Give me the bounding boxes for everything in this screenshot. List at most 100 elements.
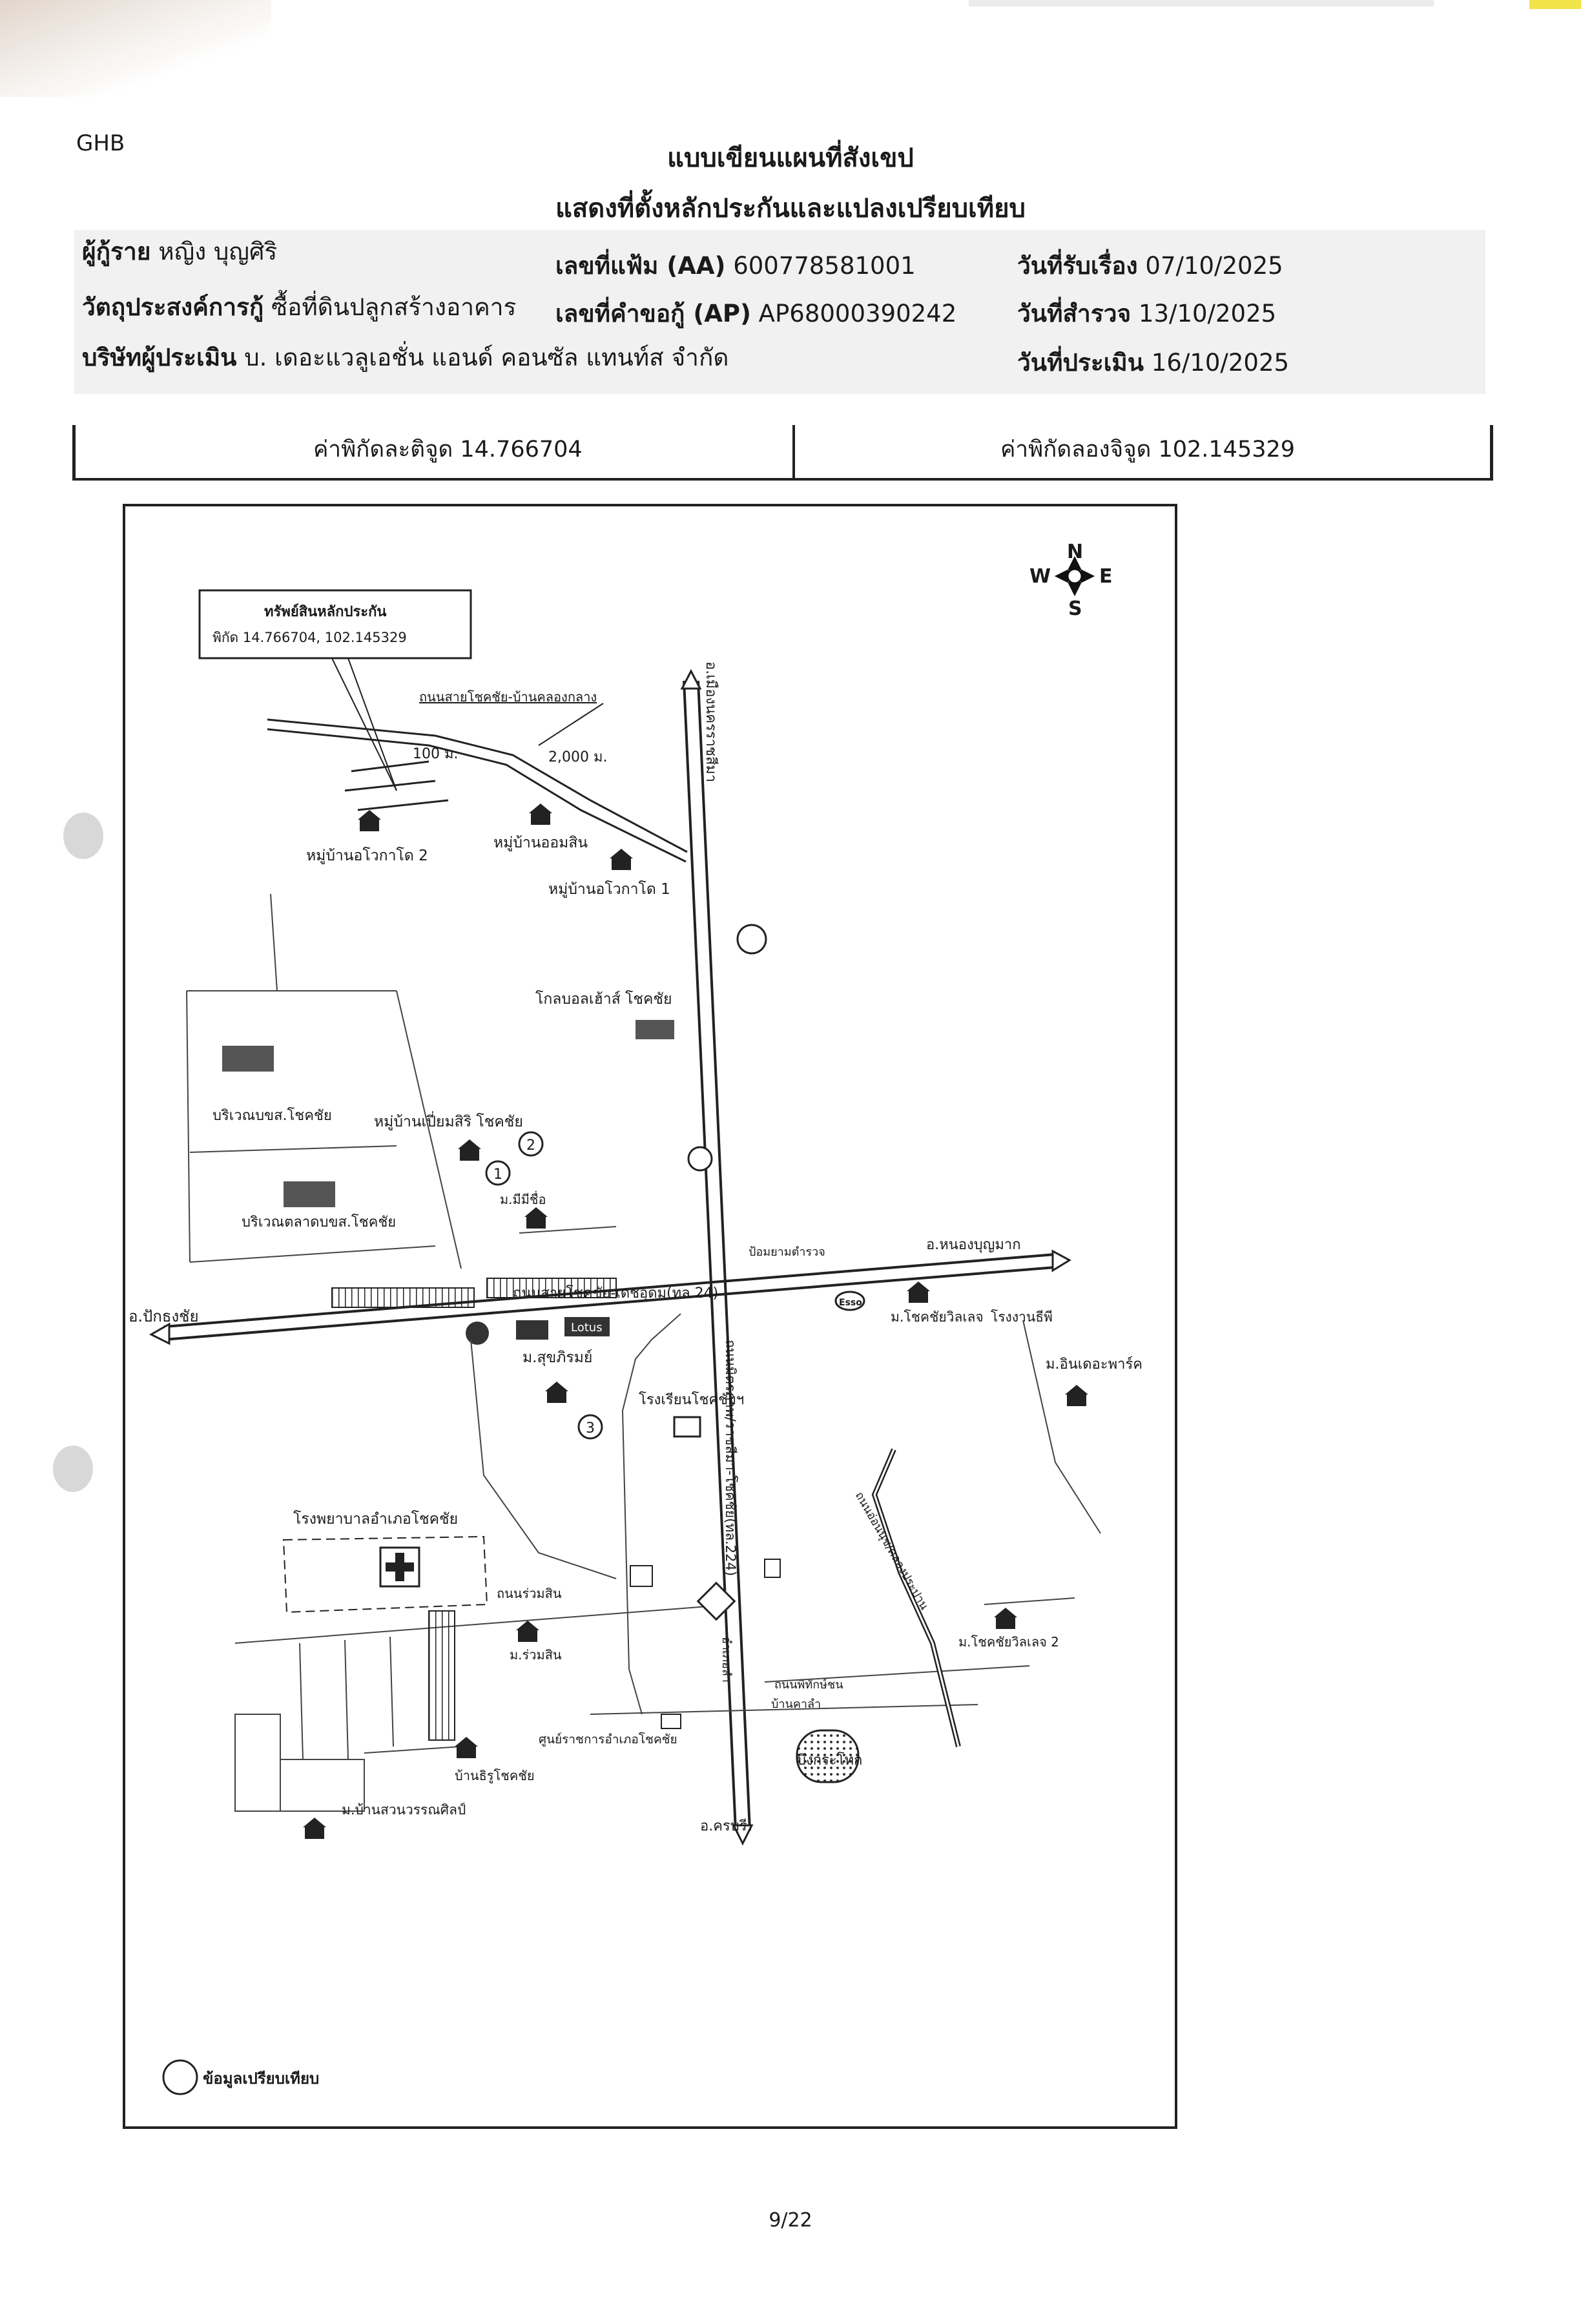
- shophouse-strip: [331, 1287, 475, 1308]
- building-icon: [630, 1565, 653, 1587]
- m-chokchai-village-label: ม.โชคชัยวิลเลจ: [891, 1309, 984, 1325]
- page-corner-fold: [0, 0, 271, 97]
- appraisal-date-row: วันที่ประเมิน 16/10/2025: [1017, 344, 1289, 382]
- m-in-the-park-label: ม.อินเดอะพาร์ค: [1046, 1356, 1142, 1373]
- global-house-label: โกลบอลเฮ้าส์ โชคชัย: [535, 990, 672, 1008]
- survey-label: วันที่สำรวจ: [1017, 300, 1132, 327]
- request-no-value: AP68000390242: [758, 300, 957, 327]
- school-icon: [673, 1416, 701, 1438]
- road-north-south: [683, 680, 751, 1831]
- longitude-text: ค่าพิกัดลองจิจูด 102.145329: [1000, 437, 1296, 462]
- house-icon: [529, 804, 552, 825]
- compass-s: S: [1068, 597, 1082, 620]
- appraiser-row: บริษัทผู้ประเมิน บ. เดอะแวลูเอชั่น แอนด์…: [82, 338, 728, 377]
- callout-title: ทรัพย์สินหลักประกัน: [264, 603, 386, 620]
- to-khonburi-label: อ.ครบุรี: [700, 1818, 747, 1834]
- file-no-row: เลขที่แฟ้ม (AA) 600778581001: [555, 247, 916, 285]
- borrower-value: หญิง บุญศิริ: [158, 238, 278, 265]
- ban-chokchai-label: บ้านธิรูโชคชัย: [455, 1768, 535, 1784]
- lotus-label: Lotus: [571, 1321, 603, 1334]
- road-top-label: ถนนสายโชคชัย-บ้านคลองกลาง: [419, 689, 597, 705]
- esso-logo: [834, 1291, 865, 1311]
- page-number: 9/22: [769, 2209, 812, 2232]
- borrower-row: ผู้กู้ราย หญิง บุญศิริ: [82, 233, 277, 271]
- map-svg: N S E W ทรัพย์สินหลักประกัน พิกัด 14.766…: [129, 541, 1142, 2095]
- map-frame: N S E W ทรัพย์สินหลักประกัน พิกัด 14.766…: [123, 504, 1177, 2129]
- side-road: [621, 1313, 681, 1715]
- to-pakthongchai-label: อ.ปักธงชัย: [129, 1307, 199, 1325]
- arrow-north: [680, 669, 702, 690]
- road-phitsanuphan-label: ถนนพิทักษ์ชน: [774, 1678, 843, 1692]
- punch-hole: [63, 813, 103, 859]
- road-ongkhot-inner: [873, 1449, 960, 1747]
- appraisal-value: 16/10/2025: [1151, 349, 1290, 377]
- parcel-lines: [186, 893, 462, 1269]
- house-icon: [516, 1621, 539, 1642]
- file-no-label: เลขที่แฟ้ม (AA): [555, 252, 726, 280]
- m-mee-label: ม.มีมีชื่อ: [500, 1190, 546, 1207]
- m-ruamsin-label: ม.ร่วมสิน: [510, 1647, 562, 1663]
- side-road: [351, 760, 429, 773]
- parcel-lines: [234, 1636, 462, 1812]
- warehouse-icon: [222, 1046, 274, 1072]
- compass-rose-icon: [1054, 555, 1095, 597]
- m-sukprom-label: ม.สุขภิรมย์: [522, 1349, 592, 1366]
- road-ruamsin-label: ถนนร่วมสิน: [497, 1586, 562, 1601]
- house-icon: [524, 1207, 548, 1229]
- house-icon: [545, 1382, 568, 1403]
- gas-station-icon: [736, 924, 767, 955]
- side-road: [470, 1339, 617, 1579]
- warehouse-icon: [636, 1020, 674, 1039]
- compass-n: N: [1067, 541, 1083, 563]
- compass-w: W: [1029, 565, 1051, 588]
- house-icon: [458, 1139, 481, 1161]
- purpose-row: วัตถุประสงค์การกู้ ซื้อที่ดินปลูกสร้างอา…: [82, 288, 516, 326]
- school-label: โรงเรียนโชคชัยฯ: [639, 1391, 744, 1408]
- callout-coord: พิกัด 14.766704, 102.145329: [212, 630, 407, 645]
- road-mitraphap-label: ถนนมิตรภาพ/ราชสีมา-โชคชัย(ทล.224): [723, 1340, 738, 1576]
- legend-circle-icon: [162, 2059, 198, 2095]
- temple-icon: [687, 1146, 713, 1172]
- road-chokchai-khlongklang: [267, 718, 688, 853]
- rongngan-label: โรงงานธีพี: [991, 1309, 1053, 1325]
- dist-100-label: 100 ม.: [413, 746, 458, 762]
- side-road: [1022, 1320, 1101, 1534]
- comparable-marker: [577, 1414, 603, 1440]
- m-chokchai-village2-label: ม.โชคชัยวิลเลจ 2: [958, 1634, 1059, 1650]
- request-no-row: เลขที่คำขอกู้ (AP) AP68000390242: [555, 295, 956, 333]
- to-nongbunmak-label: อ.หนองบุญมาก: [926, 1237, 1021, 1253]
- m-ban-suan-label: ม.บ้านสวนวรรณศิลป์: [342, 1802, 466, 1818]
- house-icon: [610, 849, 633, 870]
- legend-label: ข้อมูลเปรียบเทียบ: [203, 2070, 319, 2088]
- side-road: [590, 1704, 978, 1715]
- purpose-value: ซื้อที่ดินปลูกสร้างอาคาร: [271, 293, 517, 321]
- village-okotako1-label: หมู่บ้านอโวกาโด 1: [548, 880, 670, 898]
- building-icon: [661, 1714, 681, 1729]
- house-icon: [1065, 1385, 1088, 1406]
- coordinate-divider: [792, 425, 795, 478]
- request-no-label: เลขที่คำขอกู้ (AP): [555, 300, 751, 327]
- purpose-label: วัตถุประสงค์การกู้: [82, 293, 264, 321]
- lake-icon: [796, 1729, 860, 1783]
- document-subtitle: แสดงที่ตั้งหลักประกันและแปลงเปรียบเทียบ: [555, 194, 1026, 223]
- warehouse-icon: [284, 1181, 335, 1207]
- arrow-east: [1051, 1249, 1072, 1272]
- hospital-label: โรงพยาบาลอำเภอโชคชัย: [293, 1510, 458, 1528]
- house-icon: [907, 1281, 930, 1303]
- hospital-cross: [386, 1562, 414, 1572]
- side-road: [984, 1597, 1075, 1605]
- marker-3: 3: [586, 1420, 595, 1437]
- appraiser-label: บริษัทผู้ประเมิน: [82, 344, 237, 371]
- village-pleamsiri-label: หมู่บ้านเปี่ยมสิริ โชคชัย: [374, 1111, 523, 1130]
- side-road: [519, 1226, 617, 1234]
- yellow-tab: [1529, 0, 1581, 9]
- file-no-value: 600778581001: [733, 252, 916, 280]
- arrow-south: [732, 1824, 754, 1846]
- road-ongkhot-label: ถนนอ่อนนุช/คลองประปาน: [852, 1489, 931, 1612]
- comparable-marker: [518, 1131, 544, 1157]
- seven-eleven-icon: [764, 1559, 781, 1578]
- info-panel: ผู้กู้ราย หญิง บุญศิริ วัตถุประสงค์การกู…: [74, 230, 1485, 394]
- punch-hole: [53, 1446, 93, 1492]
- appraiser-value: บ. เดอะแวลูเอชั่น แอนด์ คอนซัล แทนท์ส จำ…: [244, 344, 729, 371]
- house-icon: [303, 1818, 326, 1839]
